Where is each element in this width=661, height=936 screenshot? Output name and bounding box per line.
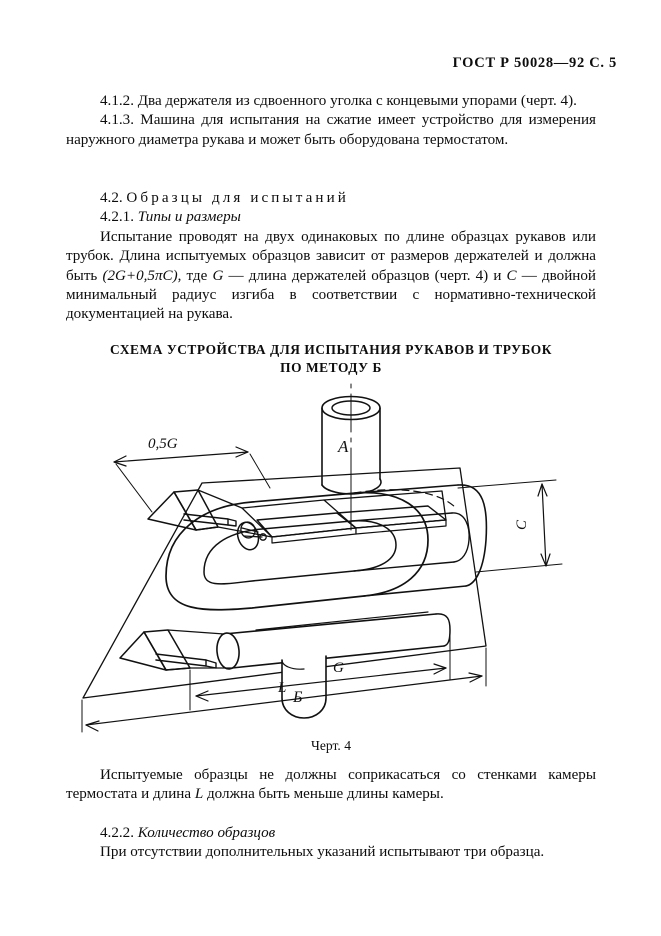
label-part-b: Б (292, 689, 303, 706)
figure-title-line-1: СХЕМА УСТРОЙСТВА ДЛЯ ИСПЫТАНИЯ РУКАВОВ И… (109, 342, 553, 357)
label-dimension-half-g: 0,5G (148, 436, 178, 452)
dimension-half-g: 0,5G (113, 436, 271, 513)
heading-4-2-number: 4.2. (100, 190, 123, 206)
running-header: ГОСТ Р 50028—92 С. 5 (452, 55, 617, 71)
formula-length: (2G+0,5πC) (102, 267, 178, 284)
variable-g: G (212, 267, 224, 284)
paragraph-4-1-3: 4.1.3. Машина для испытания на сжатие им… (66, 112, 596, 148)
label-dimension-g: G (333, 660, 344, 676)
heading-4-2-1-label: Типы и размеры (137, 209, 241, 226)
text-block-clauses-41: 4.1.2. Два держателя из сдвоенного уголк… (66, 92, 596, 150)
dimension-c: C (457, 479, 563, 573)
variable-l: L (194, 786, 204, 803)
paragraph-4-2-2: При отсутствии дополнительных указаний и… (100, 844, 545, 861)
paragraph-after-figure: Испытуемые образцы не должны соприкасать… (66, 766, 596, 805)
label-dimension-l: L (277, 680, 286, 696)
text-block-clause-422: 4.2.2. Количество образцов При отсутстви… (66, 824, 596, 863)
base-plane (82, 467, 487, 699)
label-part-a: А (337, 437, 349, 456)
figure-drawing: А (81, 383, 563, 733)
paragraph-4-2-1-part-c: — длина держателей образцов (черт. 4) и (223, 267, 507, 284)
heading-4-2: 4.2. Образцы для испытаний (66, 189, 596, 208)
hose-loop (165, 491, 429, 611)
text-block-after-figure: Испытуемые образцы не должны соприкасать… (66, 766, 596, 805)
paragraph-4-2-1-part-a: Испытание проводят на двух одинаковых по… (66, 228, 596, 284)
heading-4-2-2-number: 4.2.2. (100, 825, 134, 841)
figure-title: СХЕМА УСТРОЙСТВА ДЛЯ ИСПЫТАНИЯ РУКАВОВ И… (66, 341, 596, 377)
heading-4-2-2: 4.2.2. Количество образцов (66, 824, 596, 843)
paragraph-4-2-1: Испытание проводят на двух одинаковых по… (66, 228, 596, 325)
cylinder-part-b: Б (281, 655, 327, 719)
figure-scheme-method-b: А (56, 380, 616, 745)
paragraph-after-figure-part-a: Испытуемые образцы не должны соприкасать… (66, 767, 596, 803)
figure-caption: Черт. 4 (311, 738, 351, 753)
paragraph-after-figure-part-b: должна быть меньше длины камеры. (203, 786, 444, 803)
dimension-g: G (189, 631, 451, 711)
label-dimension-c: C (514, 519, 530, 530)
heading-4-2-1: 4.2.1. Типы и размеры (66, 208, 596, 227)
heading-4-2-label: Образцы для испытаний (126, 190, 349, 206)
heading-4-2-2-label: Количество образцов (137, 825, 276, 841)
holder-bracket-upper (147, 489, 273, 551)
figure-title-line-2: ПО МЕТОДУ Б (280, 360, 382, 375)
paragraph-4-2-1-part-d: — двойной минимальный радиус изгиба в со… (66, 267, 596, 323)
hose-lower-run (216, 611, 451, 670)
hose-upper-run (351, 484, 488, 597)
paragraph-4-2-1-part-b: , тде (177, 267, 213, 284)
heading-4-2-1-number: 4.2.1. (100, 209, 134, 226)
holder-bracket-lower (119, 629, 233, 671)
variable-c: C (506, 267, 517, 284)
text-block-clauses-42: 4.2. Образцы для испытаний 4.2.1. Типы и… (66, 189, 596, 325)
dimension-l: L (81, 647, 487, 733)
paragraph-4-1-2: 4.1.2. Два держателя из сдвоенного уголк… (100, 93, 577, 109)
support-plate-top-edges (241, 490, 447, 538)
